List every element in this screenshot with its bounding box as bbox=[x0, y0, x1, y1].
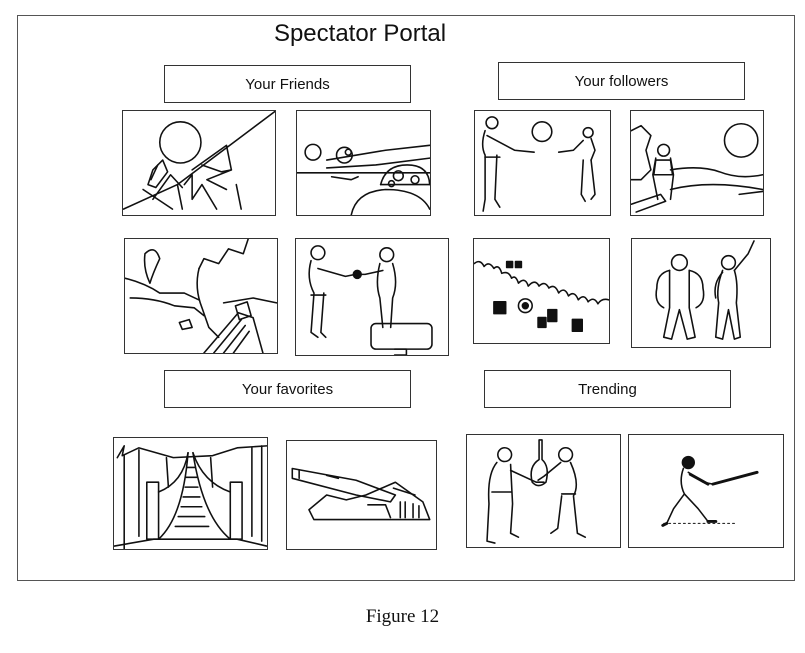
trophy-exchange-icon bbox=[486, 439, 587, 544]
strategy-map-icon bbox=[474, 260, 609, 333]
page-title: Spectator Portal bbox=[273, 20, 447, 47]
tank-icon bbox=[291, 467, 431, 521]
shooter-landscape-icon bbox=[125, 239, 277, 353]
boulder-climber-icon bbox=[123, 111, 275, 210]
figure-caption: Figure 12 bbox=[365, 606, 440, 627]
rope-bridge-icon bbox=[114, 445, 267, 549]
friends-thumbnail-2[interactable] bbox=[296, 110, 431, 216]
friends-thumbnail-3[interactable] bbox=[124, 238, 278, 354]
favorites-thumbnail-2[interactable] bbox=[286, 440, 437, 550]
trending-button[interactable]: Trending bbox=[484, 370, 731, 408]
ball-toss-icon bbox=[481, 116, 596, 212]
trending-thumbnail-1[interactable] bbox=[466, 434, 621, 548]
your-friends-button[interactable]: Your Friends bbox=[164, 65, 411, 103]
followers-thumbnail-1[interactable] bbox=[474, 110, 611, 216]
your-favorites-button[interactable]: Your favorites bbox=[164, 370, 411, 408]
friends-thumbnail-1[interactable] bbox=[122, 110, 276, 216]
robot-droid-icon bbox=[297, 143, 430, 215]
trending-label: Trending bbox=[578, 380, 637, 398]
followers-thumbnail-2[interactable] bbox=[630, 110, 764, 216]
handshake-icon bbox=[308, 245, 433, 355]
your-favorites-label: Your favorites bbox=[241, 380, 334, 398]
your-friends-label: Your Friends bbox=[245, 75, 330, 93]
astronaut-icon bbox=[631, 122, 763, 213]
followers-thumbnail-3[interactable] bbox=[473, 238, 610, 344]
baseball-batter-icon bbox=[661, 455, 759, 527]
heroes-icon bbox=[655, 240, 755, 340]
trending-thumbnail-2[interactable] bbox=[628, 434, 784, 548]
spectator-portal-frame bbox=[17, 15, 795, 581]
your-followers-button[interactable]: Your followers bbox=[498, 62, 745, 100]
followers-thumbnail-4[interactable] bbox=[631, 238, 771, 348]
friends-thumbnail-4[interactable] bbox=[295, 238, 449, 356]
favorites-thumbnail-1[interactable] bbox=[113, 437, 268, 550]
your-followers-label: Your followers bbox=[574, 72, 669, 90]
